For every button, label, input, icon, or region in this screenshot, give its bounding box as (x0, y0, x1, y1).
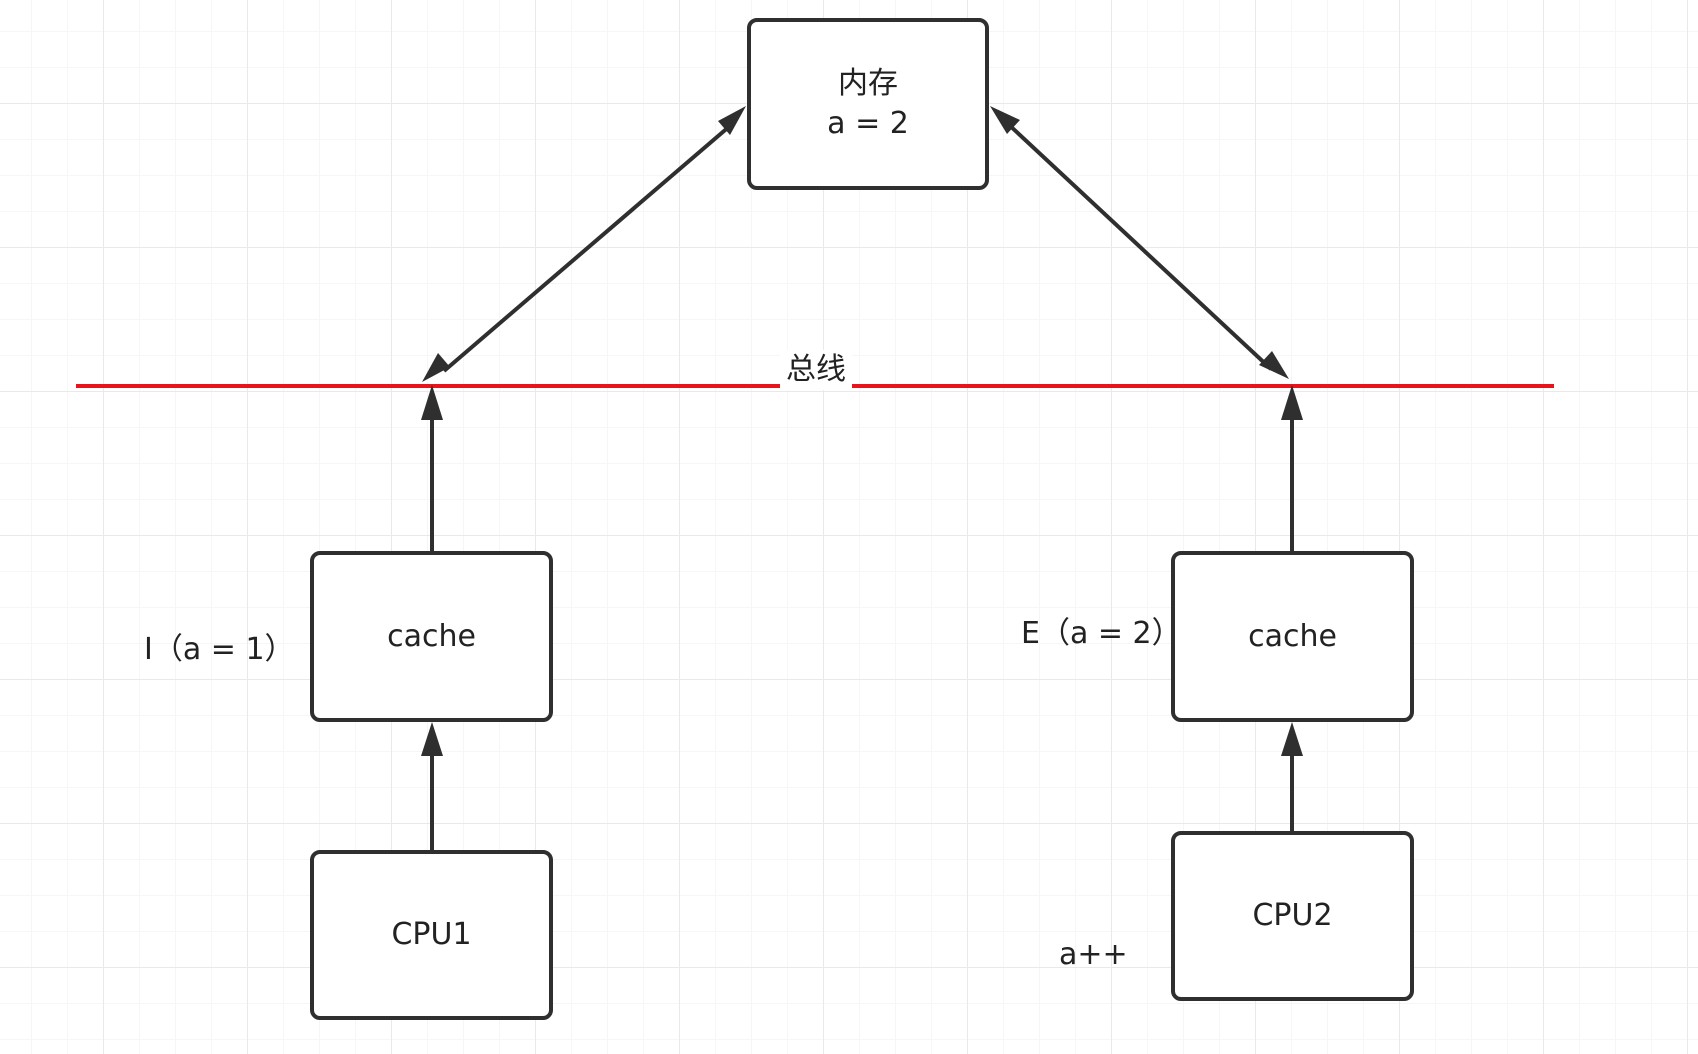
memory-node[interactable]: 内存 a = 2 (747, 18, 989, 190)
arrow-memory-cache2 (990, 106, 1289, 379)
cache2-label: cache (1248, 618, 1337, 654)
arrow-cache2-bus (1281, 385, 1303, 551)
memory-title: 内存 (838, 66, 898, 101)
cache2-node[interactable]: cache (1171, 551, 1414, 722)
cpu2-node[interactable]: CPU2 (1171, 831, 1414, 1001)
cpu1-label: CPU1 (391, 917, 472, 952)
cpu2-label: CPU2 (1252, 898, 1333, 933)
bus-label: 总线 (780, 350, 852, 390)
cpu2-operation: a++ (1059, 937, 1128, 972)
arrow-memory-cache1 (422, 106, 746, 382)
cache1-node[interactable]: cache (310, 551, 553, 722)
memory-value: a = 2 (827, 106, 909, 141)
cpu1-cache-state: I（a = 1） (144, 632, 295, 667)
arrow-cpu2-cache2 (1281, 722, 1303, 831)
cpu2-cache-state: E（a = 2） (1021, 616, 1182, 651)
arrow-cpu1-cache1 (421, 722, 443, 850)
arrow-cache1-bus (421, 385, 443, 551)
cache1-label: cache (387, 618, 476, 654)
cpu1-node[interactable]: CPU1 (310, 850, 553, 1020)
